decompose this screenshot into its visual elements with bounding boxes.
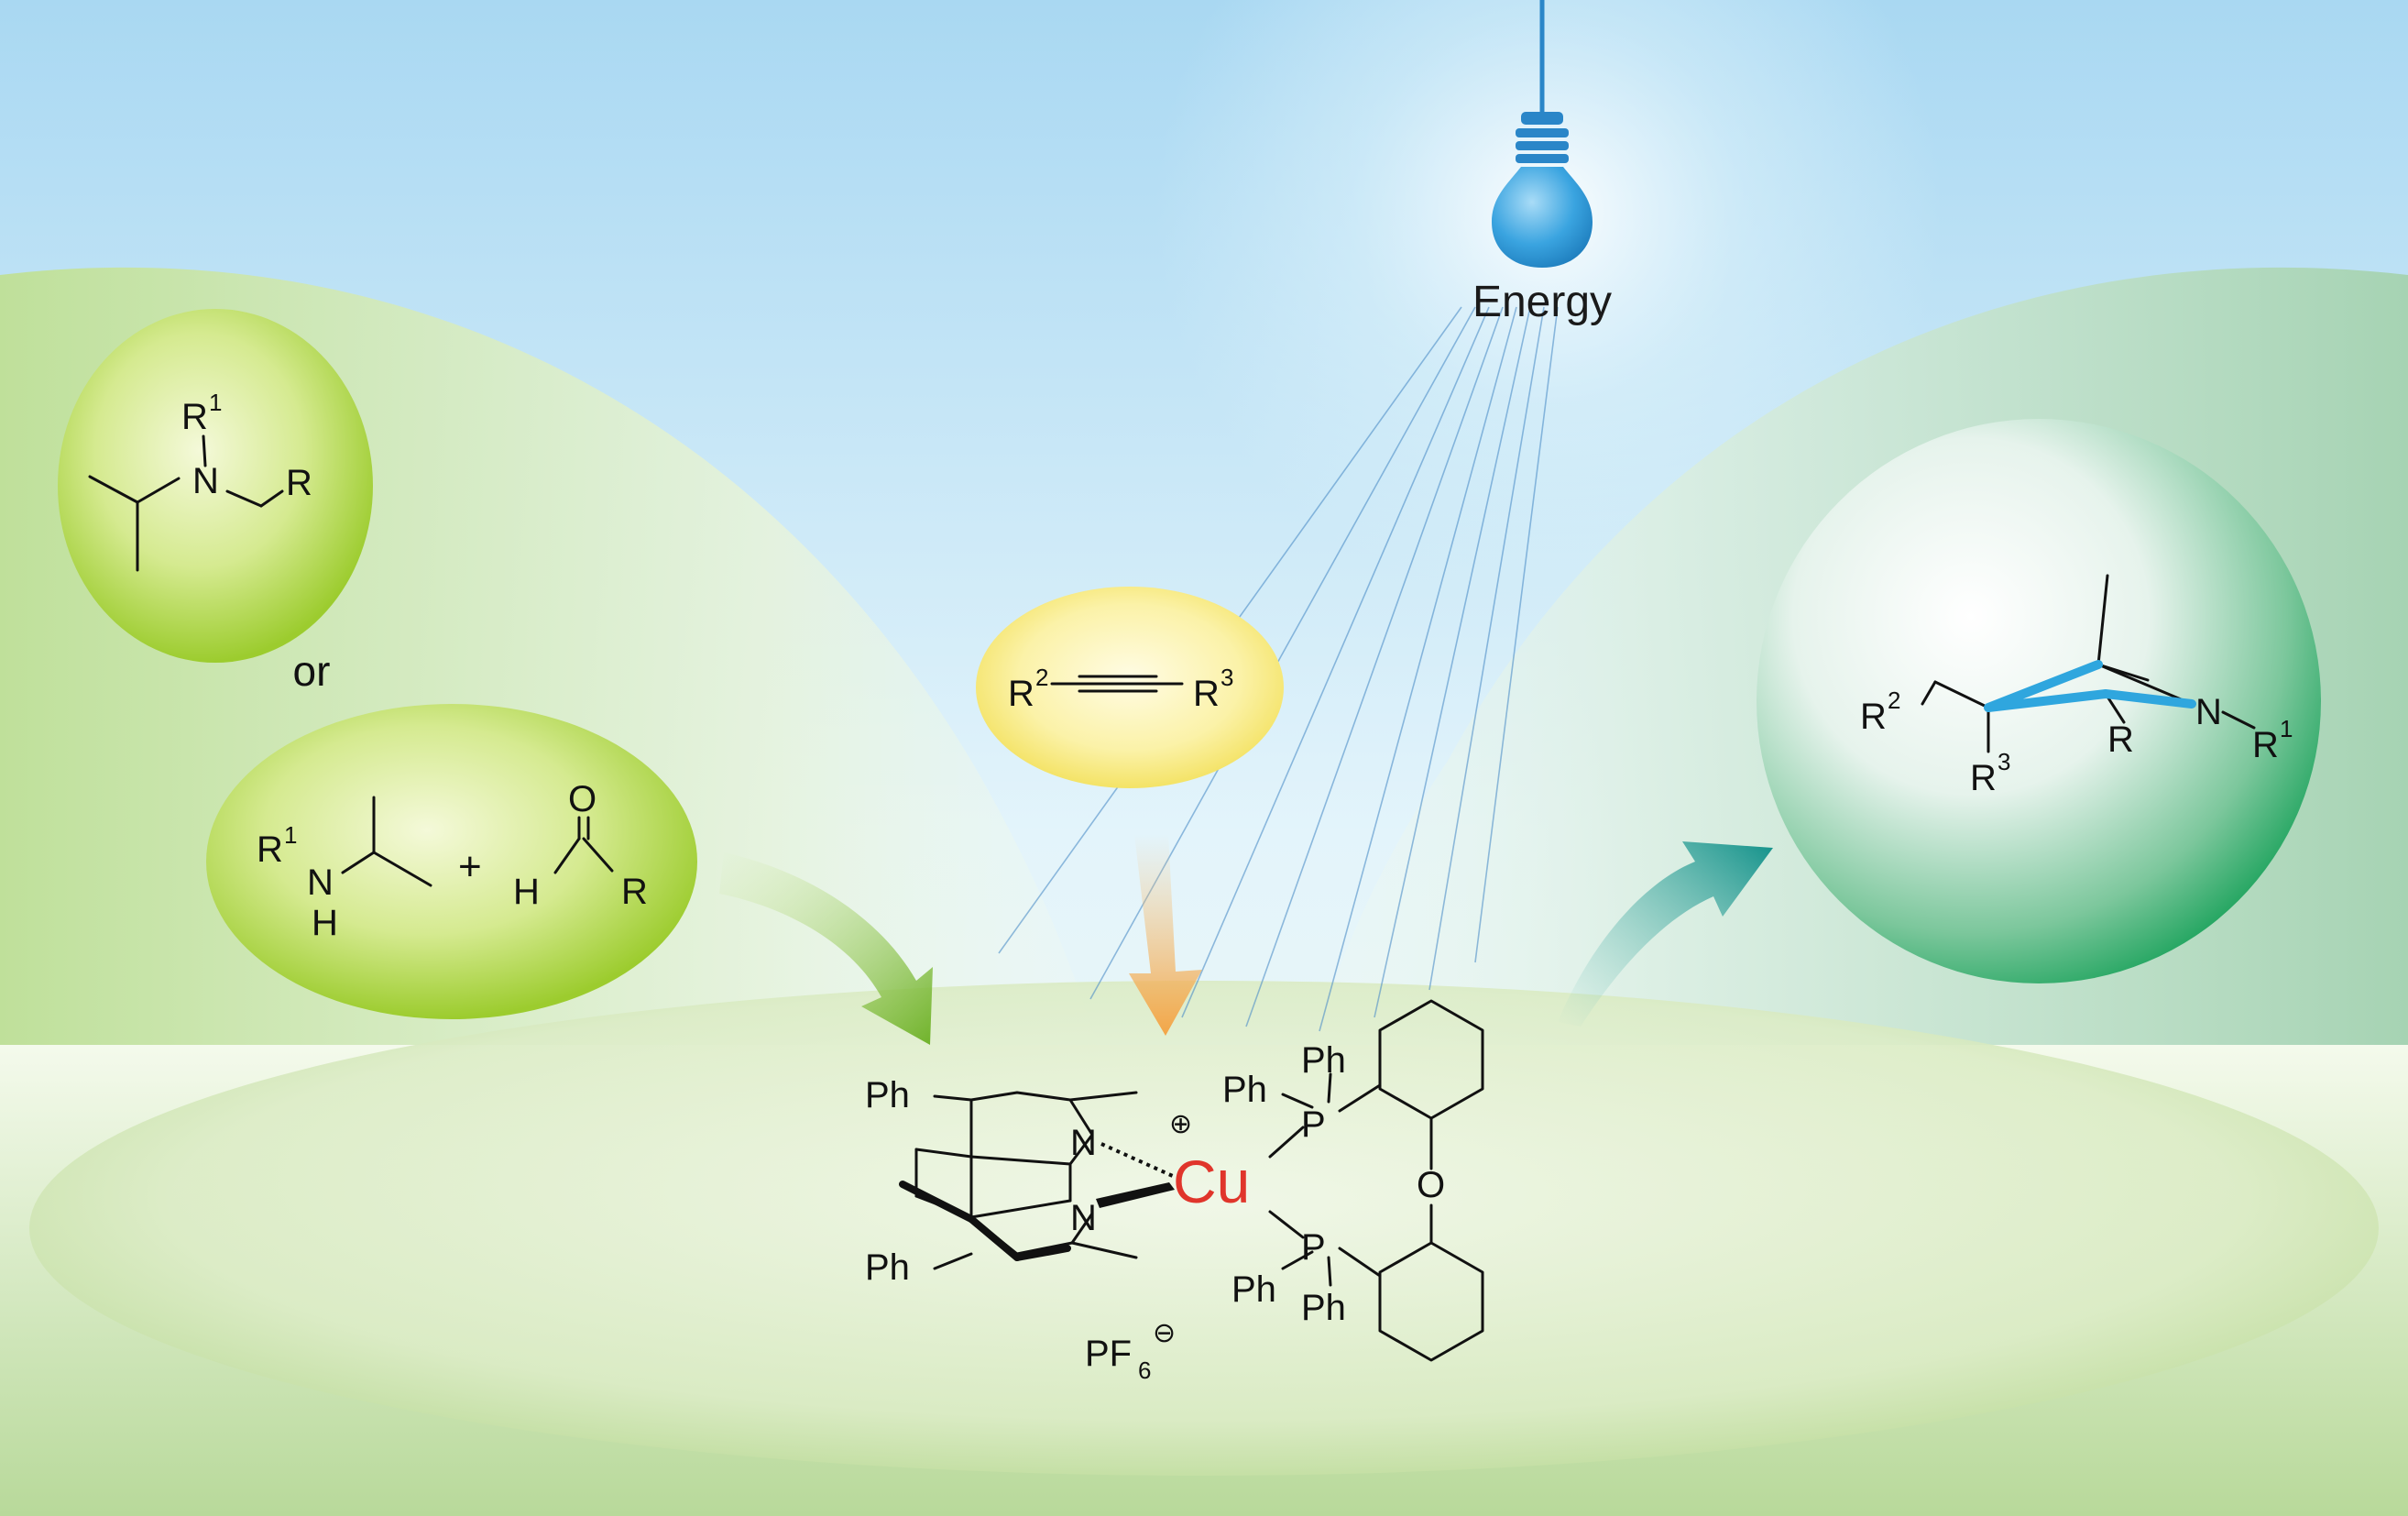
light-bulb-icon [1492,112,1593,268]
product-r3-sup: 3 [1998,748,2010,775]
sec-amine-r1: R [257,829,283,870]
arrow-to-product [1558,841,1773,1027]
alkyne-r3-sup: 3 [1220,664,1233,691]
sec-amine-h: H [312,903,338,943]
azabicycle-highlight-bonds [1984,660,2196,712]
phen-ph-bottom: Ph [865,1247,910,1288]
amine-aldehyde-reactants: R 1 N H + O H R [206,704,697,1019]
arrow-to-catalyst-left [719,852,933,1045]
n-cu-dashed-bond [1100,1142,1176,1179]
amine-reactant: N R 1 R [58,309,373,663]
copper-atom: Cu [1173,1148,1250,1215]
product-r3: R [1970,758,1997,798]
amine-r: R [286,463,312,503]
platform-disc [29,981,2379,1476]
product-n: N [2195,692,2222,732]
copper-catalyst: Cu ⊕ N N Ph Ph P P Ph Ph Ph Ph O PF 6 ⊖ [865,999,1484,1384]
n-cu-wedge-bond [1096,1182,1175,1208]
arrow-to-catalyst-top [1129,834,1202,1036]
alkyne-r2-sup: 2 [1035,664,1048,691]
product-r1: R [2252,725,2279,765]
plus-sign: + [458,844,482,889]
p-ph-top-up: Ph [1301,1040,1346,1081]
alkyne-bubble [976,587,1284,788]
amine-n: N [192,461,219,501]
cationic-charge: ⊕ [1169,1109,1192,1139]
phen-n-bottom: N [1070,1198,1097,1238]
amine-bubble [58,309,373,663]
anionic-charge: ⊖ [1153,1318,1176,1348]
phen-n-top: N [1070,1123,1097,1163]
aldehyde-o: O [568,779,597,819]
p-ph-top-left: Ph [1222,1070,1267,1110]
or-connector: or [293,647,331,695]
counterion: PF [1085,1334,1132,1374]
counterion-sub: 6 [1138,1357,1151,1384]
amine-aldehyde-bubble [206,704,697,1019]
sec-amine-n: N [307,862,334,903]
ether-oxygen: O [1417,1165,1445,1205]
product-r1-sup: 1 [2280,715,2293,742]
amine-r1: R [181,397,208,437]
p-ph-bottom-down: Ph [1301,1288,1346,1328]
phen-ph-top: Ph [865,1075,910,1115]
amine-r1-sup: 1 [209,389,222,416]
product-r2: R [1860,697,1887,737]
p-ph-bottom-left: Ph [1231,1269,1276,1310]
aldehyde-h: H [513,872,540,912]
aldehyde-r: R [621,872,648,912]
alkyne-r3: R [1193,674,1220,714]
product: R 2 R 3 R N R 1 [1757,419,2321,983]
energy-label: Energy [1472,278,1612,326]
phosphorus-top: P [1301,1104,1326,1145]
alkyne-reactant: R 2 R 3 [976,587,1284,788]
phosphorus-bottom: P [1301,1227,1326,1268]
sec-amine-r1-sup: 1 [284,821,297,849]
alkyne-r2: R [1008,674,1034,714]
product-r: R [2107,720,2134,760]
product-r2-sup: 2 [1888,687,1900,714]
